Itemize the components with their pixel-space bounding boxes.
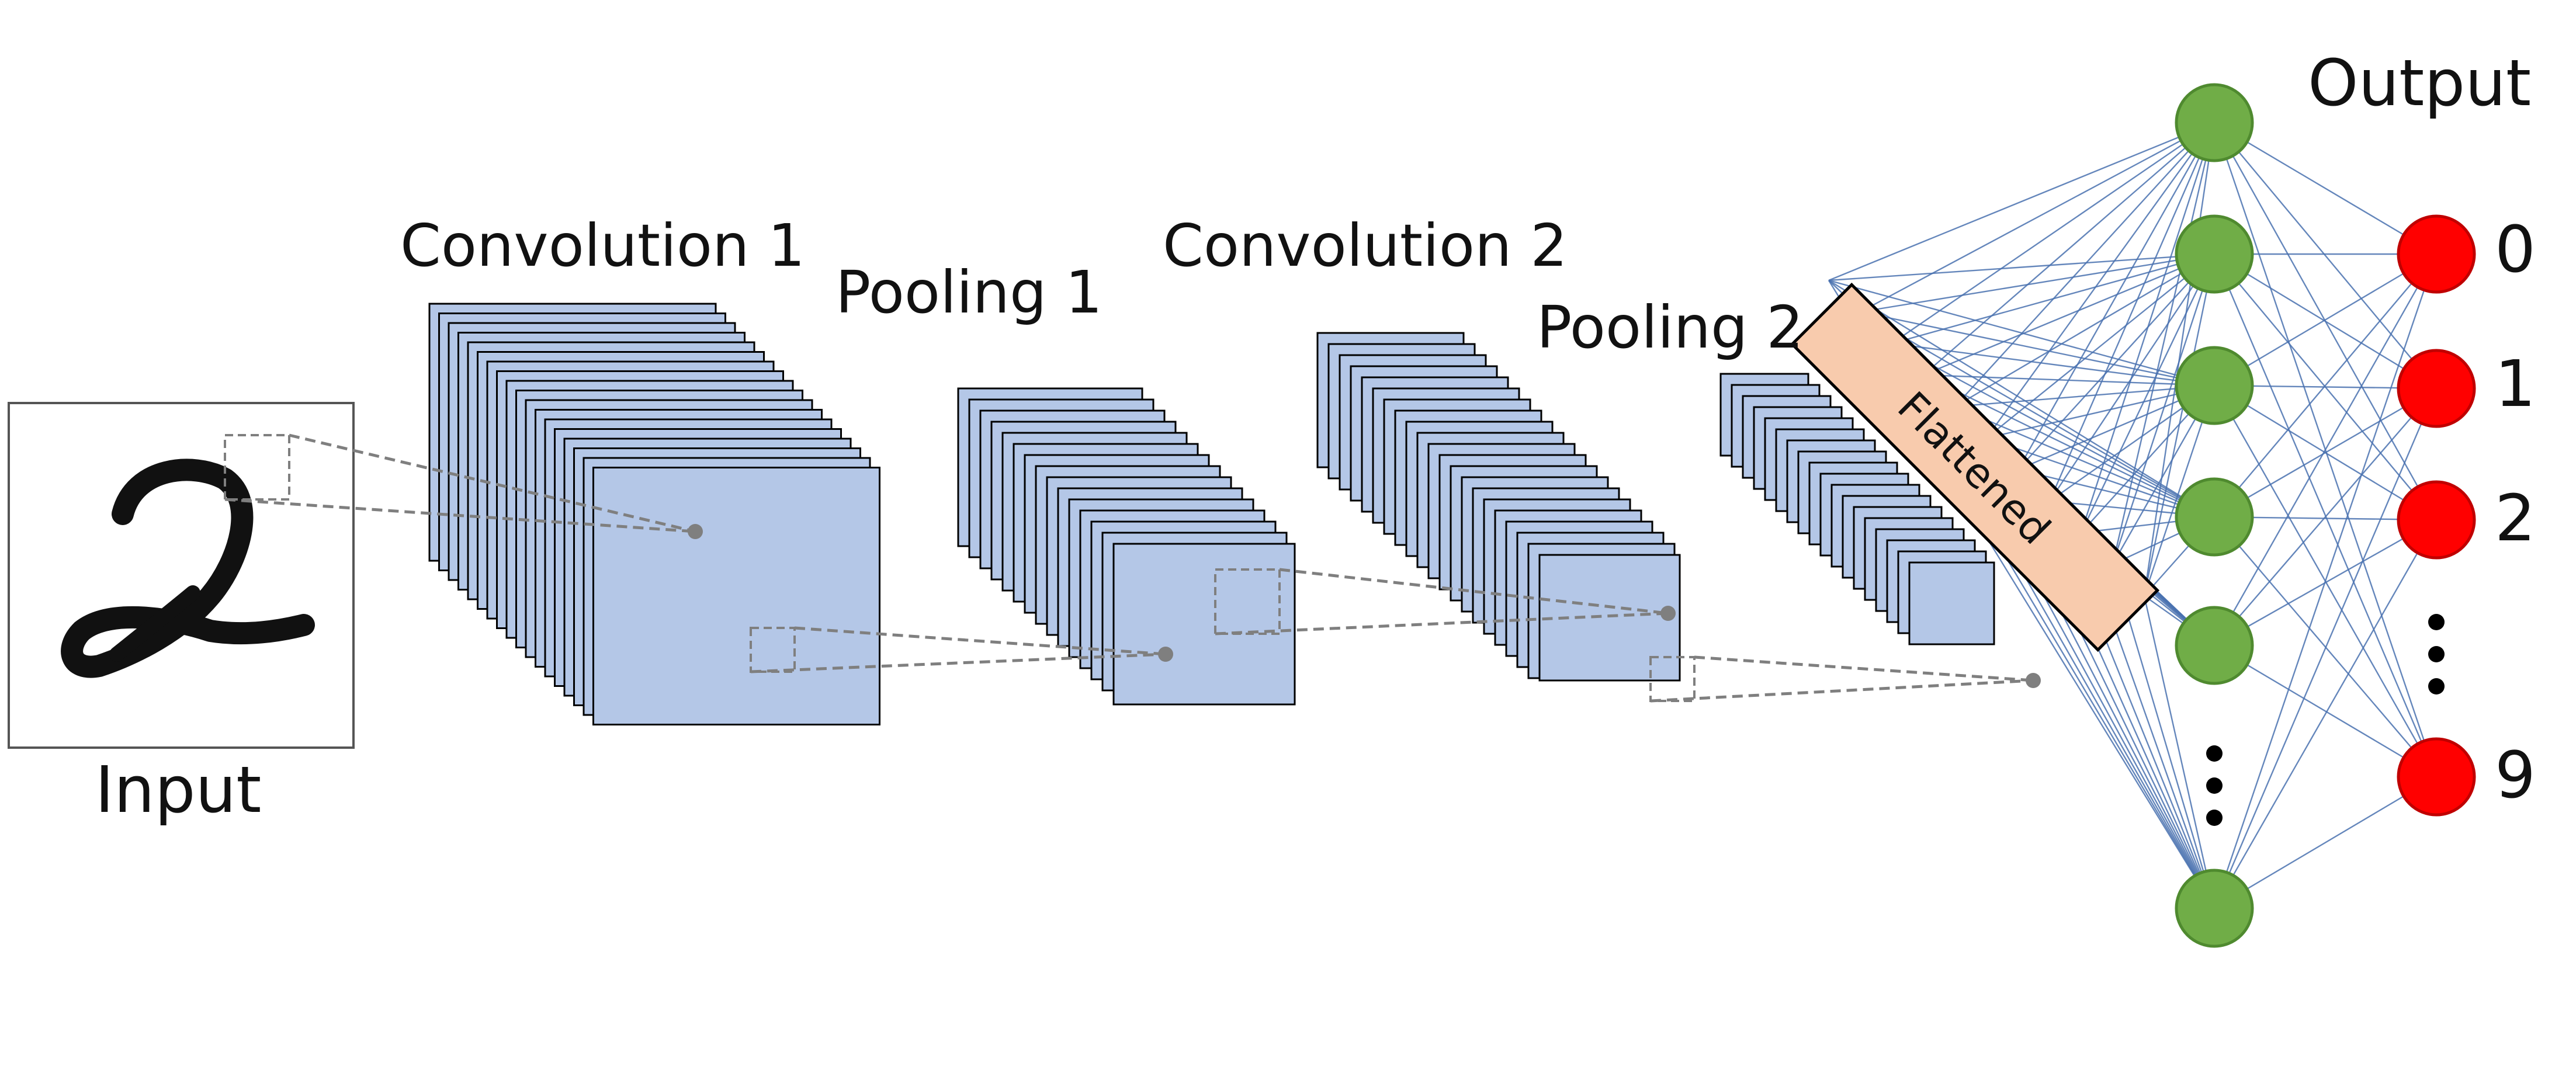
connection-line: [2214, 776, 2437, 909]
output-label-2: 2: [2495, 481, 2536, 555]
hidden-node-4: [2175, 477, 2254, 557]
connection-line: [2214, 121, 2437, 255]
conv2-label: Convolution 2: [1163, 211, 1568, 280]
output-node-1: [2397, 349, 2476, 428]
hidden-node-2: [2175, 214, 2254, 294]
output-title: Output: [2308, 46, 2531, 120]
pool1-label: Pooling 1: [835, 258, 1102, 327]
connection-line: [1891, 342, 2215, 387]
connection-line: [2213, 254, 2438, 909]
connection-line: [1954, 405, 2215, 518]
hidden-node-1: [2175, 83, 2254, 162]
connection-line: [2214, 254, 2437, 518]
connection-line: [1923, 253, 2215, 376]
conv1-label: Convolution 1: [400, 211, 805, 280]
connection-line: [2080, 254, 2216, 533]
connection-line: [2017, 122, 2216, 470]
connection-line: [1954, 122, 2215, 407]
connection-line: [2048, 122, 2216, 502]
hidden-ellipsis: [2206, 745, 2223, 826]
connection-line: [1860, 253, 2215, 313]
connection-line: [2213, 254, 2438, 777]
pool2-label: Pooling 2: [1537, 293, 1804, 362]
hidden-node-5: [2175, 606, 2254, 685]
connection-line: [2214, 387, 2437, 518]
output-node-2: [2397, 480, 2476, 560]
connection-line: [1986, 437, 2215, 518]
connection-line: [1891, 122, 2215, 344]
connection-line: [1986, 122, 2215, 439]
projection-lines: [224, 433, 2041, 703]
connection-line: [1860, 311, 2215, 518]
conv2-feature-maps: [1316, 332, 1681, 682]
connection-line: [1954, 253, 2215, 408]
connection-line: [2143, 122, 2216, 596]
input-receptive-field: [224, 434, 290, 501]
output-layer: [2397, 214, 2476, 817]
connection-line: [2214, 253, 2437, 390]
connection-line: [2214, 253, 2437, 387]
pool1-receptive-field: [1214, 568, 1281, 635]
hidden-node-3: [2175, 346, 2254, 425]
output-label-0: 0: [2495, 212, 2536, 287]
connection-line: [1986, 254, 2215, 439]
connection-line: [1923, 122, 2215, 376]
input-label: Input: [95, 752, 262, 827]
connection-line: [2017, 254, 2215, 470]
connection-line: [2213, 519, 2438, 909]
feature-map-front: [1908, 561, 1995, 645]
connection-line: [2213, 388, 2438, 909]
connection-line: [2112, 564, 2216, 909]
feature-map-front: [1112, 543, 1296, 706]
hidden-layer: [2175, 83, 2254, 948]
connection-line: [1860, 121, 2215, 313]
connection-line: [2112, 254, 2216, 565]
connection-line: [2112, 122, 2216, 565]
output-ellipsis: [2428, 614, 2445, 695]
connection-line: [2214, 122, 2437, 389]
feature-map-front: [592, 467, 880, 725]
output-node-9: [2397, 737, 2476, 817]
input-image: [8, 402, 355, 749]
output-label-1: 1: [2495, 346, 2536, 421]
output-node-0: [2397, 214, 2476, 294]
connection-line: [2143, 254, 2216, 596]
pool2-feature-maps: [1719, 373, 1995, 645]
hidden-node-6: [2175, 869, 2254, 948]
connection-line: [2214, 388, 2437, 646]
connection-line: [1828, 253, 2215, 282]
connection-line: [2214, 644, 2437, 778]
connection-line: [1828, 121, 2215, 282]
connection-line: [1828, 279, 2215, 518]
output-label-9: 9: [2495, 738, 2536, 812]
connection-line: [2143, 595, 2216, 909]
connection-line: [2080, 122, 2216, 533]
connection-line: [2213, 254, 2438, 646]
pool1-feature-maps: [957, 387, 1296, 706]
conv1-feature-maps: [428, 303, 880, 725]
